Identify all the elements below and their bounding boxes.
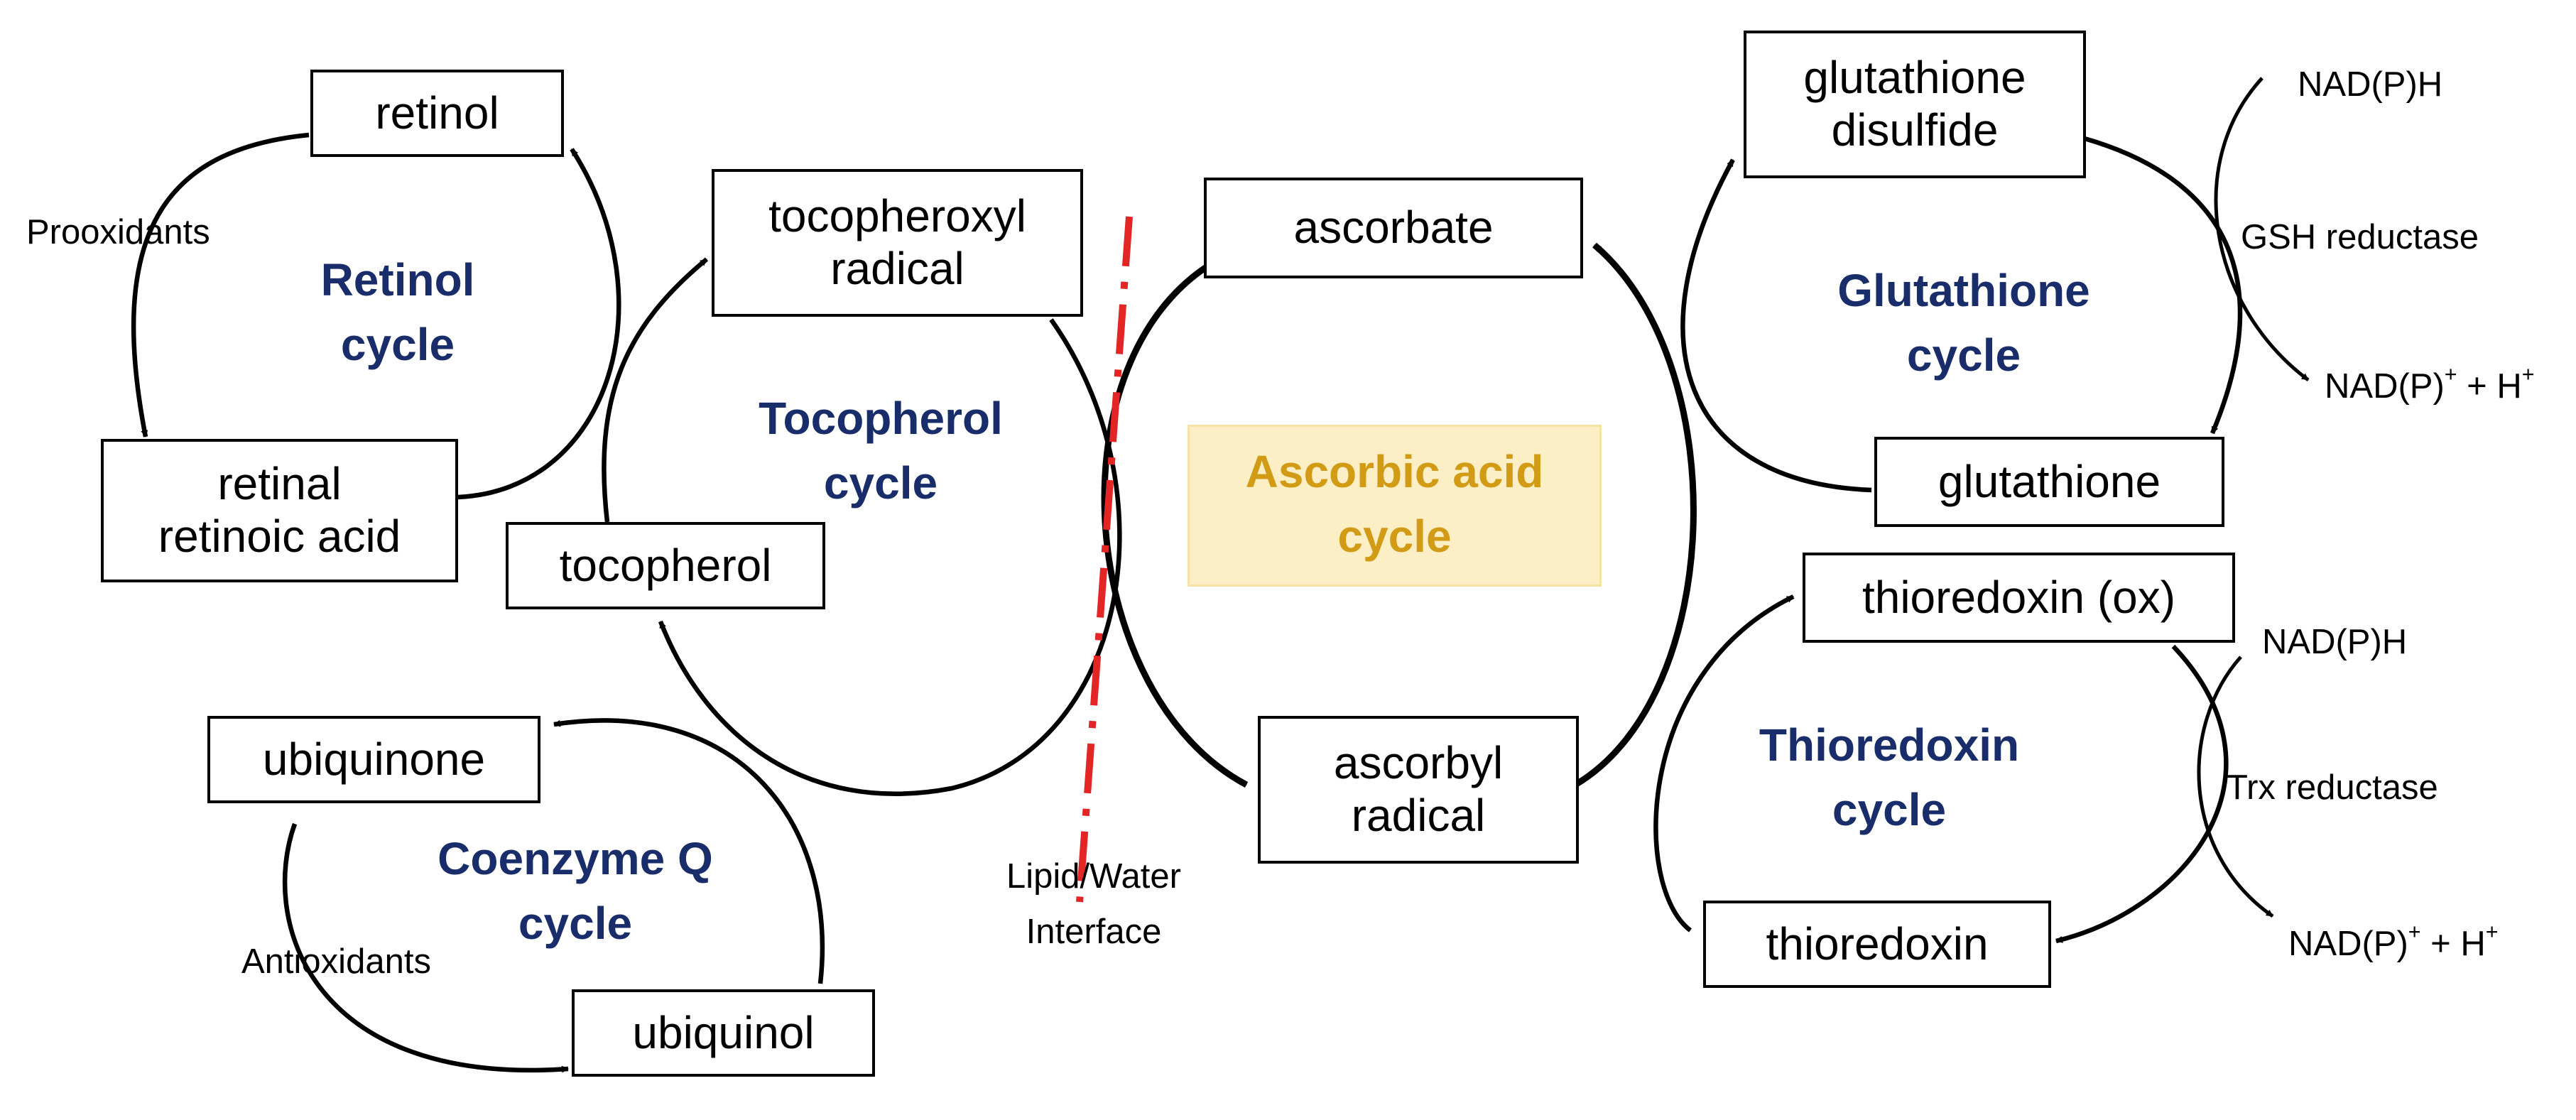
cycle-label-retinol: Retinol cycle [320, 254, 475, 370]
label-prooxidants: Prooxidants [26, 213, 210, 251]
label-antioxidants: Antioxidants [241, 942, 431, 981]
node-glutathione: glutathione [1874, 437, 2224, 527]
arrow-ubiquinol-to-ubiquinone [553, 718, 825, 984]
cycle-label-glutathione: Glutathione cycle [1837, 265, 2090, 381]
cycle-label-thioredoxin: Thioredoxin cycle [1759, 719, 2020, 835]
arrow-gssg-to-gsh [2084, 136, 2243, 435]
label-nadph-bottom: NAD(P)H [2262, 623, 2408, 661]
label-nadp-plus-top: NAD(P)+ + H+ [2325, 361, 2535, 406]
label-trx-reductase: Trx reductase [2227, 768, 2438, 807]
node-ascorbyl-radical: ascorbyl radical [1258, 716, 1579, 864]
node-glutathione-disulfide: glutathione disulfide [1744, 31, 2086, 178]
arrow-tocopherol-to-tocopheroxyl [602, 257, 709, 523]
arrow-ascorbate-to-ascorbyl [1101, 263, 1249, 788]
node-ascorbate: ascorbate [1204, 178, 1583, 278]
arrow-ascorbyl-to-ascorbate [1573, 242, 1697, 788]
cycle-label-coenzyme-q: Coenzyme Q cycle [438, 833, 713, 949]
arrow-tocopheroxyl-to-tocopherol [658, 318, 1122, 796]
label-nadph-top: NAD(P)H [2298, 65, 2443, 104]
node-retinal-retinoic-acid: retinal retinoic acid [101, 439, 458, 582]
arrow-trx-to-trxox [1653, 594, 1795, 933]
interface-line [1076, 216, 1133, 903]
arrow-ubiquinone-to-ubiquinol [282, 822, 569, 1073]
arrow-retinal-to-retinol [457, 148, 621, 500]
label-nadp-plus-bottom: NAD(P)+ + H+ [2288, 919, 2499, 963]
node-retinol: retinol [310, 70, 564, 157]
arrow-retinol-to-retinal [131, 132, 310, 437]
label-gsh-reductase: GSH reductase [2241, 218, 2479, 256]
label-lipid-water-interface: Lipid/Water Interface [1006, 857, 1181, 952]
cycle-label-ascorbic-acid: Ascorbic acid cycle [1245, 446, 1544, 562]
arrow-gsh-to-gssg [1680, 158, 1872, 493]
arrow-gsh-reductase [2214, 77, 2310, 381]
node-tocopherol: tocopherol [506, 522, 825, 609]
node-thioredoxin-ox: thioredoxin (ox) [1803, 553, 2235, 643]
arrow-trx-reductase [2197, 656, 2274, 918]
node-ubiquinol: ubiquinol [572, 989, 875, 1077]
cycle-label-tocopherol: Tocopherol cycle [759, 393, 1003, 509]
ascorbic-acid-panel [1188, 425, 1602, 587]
node-thioredoxin: thioredoxin [1703, 901, 2051, 988]
node-tocopheroxyl-radical: tocopheroxyl radical [712, 169, 1083, 317]
node-ubiquinone: ubiquinone [207, 716, 540, 803]
